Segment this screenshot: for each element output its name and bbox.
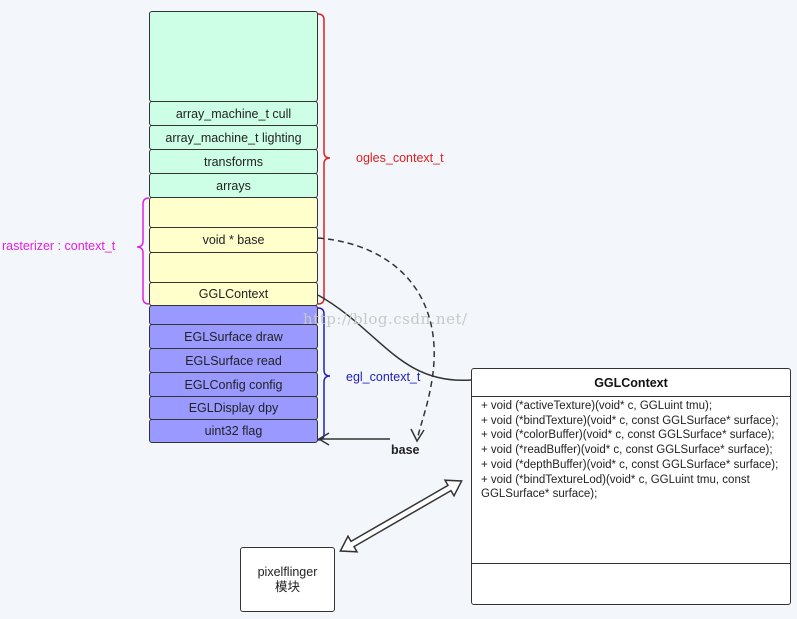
double-arrow bbox=[339, 479, 463, 553]
base-solid-arrowhead bbox=[317, 432, 330, 446]
field-cull: array_machine_t cull bbox=[149, 101, 318, 126]
field-lighting: array_machine_t lighting bbox=[149, 125, 318, 150]
method-active-texture: + void (*activeTexture)(void* c, GGLuint… bbox=[481, 400, 713, 412]
label-base: base bbox=[391, 443, 420, 457]
watermark: http://blog.csdn.net/ bbox=[303, 310, 468, 328]
pixelflinger-module-box: pixelflinger 模块 bbox=[240, 547, 335, 612]
gglcontext-class-box: GGLContext + void (*activeTexture)(void*… bbox=[471, 368, 791, 605]
module-subtitle: 模块 bbox=[274, 579, 300, 594]
field-draw: EGLSurface draw bbox=[149, 324, 318, 349]
field-config: EGLConfig config bbox=[149, 372, 318, 397]
method-bind-texture-lod: + void (*bindTextureLod)(void* c, GGLuin… bbox=[481, 473, 753, 501]
method-depth-buffer: + void (*depthBuffer)(void* c, const GGL… bbox=[481, 458, 779, 471]
rasterizer-empty-1 bbox=[149, 197, 318, 228]
method-read-buffer: + void (*readBuffer)(void* c, const GGLS… bbox=[481, 444, 773, 457]
base-dashed-arrowhead bbox=[410, 428, 425, 443]
label-ogles-context: ogles_context_t bbox=[356, 151, 444, 165]
struct-empty-top bbox=[149, 11, 318, 102]
gglcontext-link bbox=[317, 294, 472, 381]
method-bind-texture: + void (*bindTexture)(void* c, const GGL… bbox=[481, 414, 779, 427]
method-color-buffer: + void (*colorBuffer)(void* c, const GGL… bbox=[481, 429, 775, 442]
field-flag: uint32 flag bbox=[149, 419, 318, 443]
base-dashed-arrow bbox=[317, 237, 435, 437]
class-methods: + void (*activeTexture)(void* c, GGLuint… bbox=[472, 397, 790, 502]
label-egl-context: egl_context_t bbox=[346, 370, 421, 384]
field-read: EGLSurface read bbox=[149, 348, 318, 373]
class-title: GGLContext bbox=[472, 369, 790, 397]
class-footer-divider bbox=[472, 563, 790, 564]
module-name: pixelflinger bbox=[257, 564, 318, 579]
label-rasterizer: rasterizer : context_t bbox=[2, 239, 116, 253]
rasterizer-empty-2 bbox=[149, 252, 318, 283]
ogles-bracket bbox=[317, 13, 331, 305]
field-dpy: EGLDisplay dpy bbox=[149, 396, 318, 420]
rasterizer-bracket bbox=[136, 197, 150, 305]
